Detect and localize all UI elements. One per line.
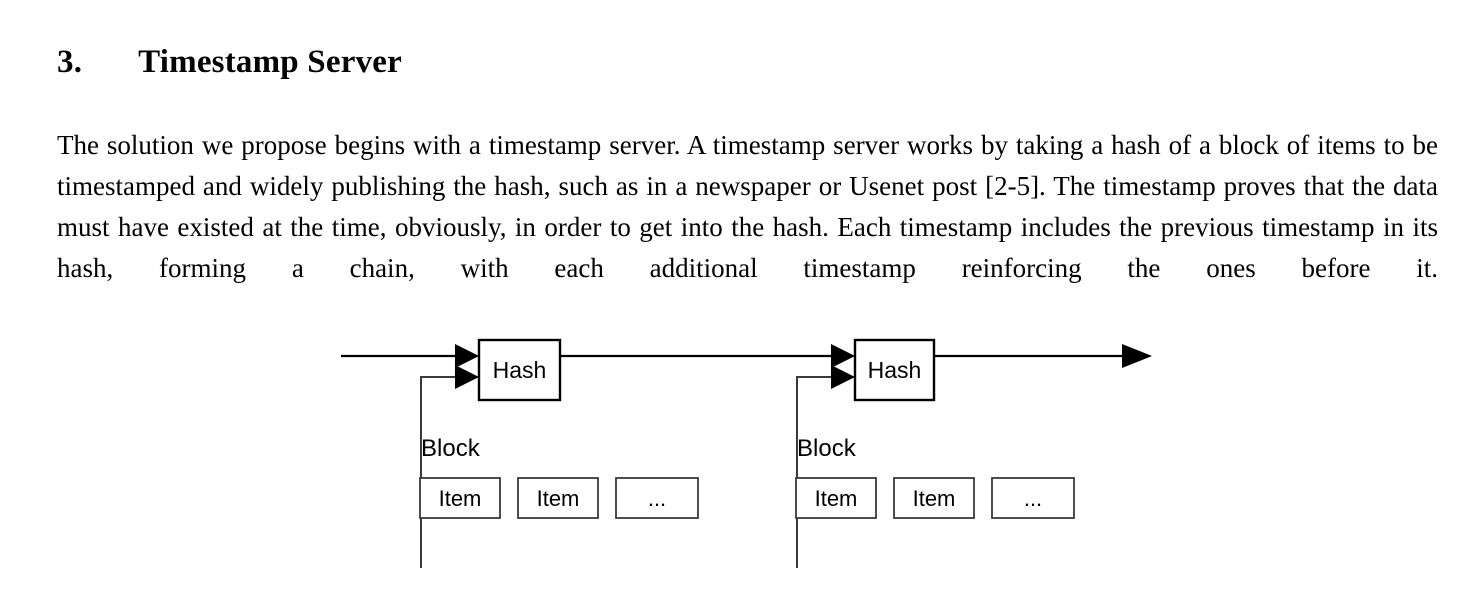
hash-box-1 — [477, 338, 562, 402]
arrowhead-in-bottom-1 — [455, 365, 479, 389]
item-box-1-2-label: Item — [537, 486, 580, 511]
arrowhead-in-bottom-2 — [831, 365, 855, 389]
arrowhead-out — [1122, 344, 1152, 368]
block-box-1-label: Block — [421, 435, 481, 462]
hash-box-1-label: Hash — [493, 357, 547, 383]
item-box-2-3 — [991, 477, 1075, 519]
item-box-1-1 — [419, 477, 501, 519]
item-box-2-1-label: Item — [815, 486, 858, 511]
item-box-2-3-label: ... — [1024, 486, 1042, 511]
arrowhead-in-top-1 — [455, 344, 479, 368]
arrowhead-in-top-2 — [831, 344, 855, 368]
item-box-1-2 — [517, 477, 599, 519]
item-box-1-1-label: Item — [439, 486, 482, 511]
section-title: Timestamp Server — [138, 44, 402, 81]
block-to-hash-connector-1 — [420, 376, 462, 568]
hash-box-2-label: Hash — [868, 357, 922, 383]
section-number: 3. — [57, 44, 83, 81]
item-box-2-2-label: Item — [913, 486, 956, 511]
page-title: 3. Timestamp Server — [57, 42, 1437, 82]
item-box-2-1 — [795, 477, 877, 519]
block-box-2-label: Block — [797, 435, 857, 462]
block-to-hash-connector-2 — [796, 376, 838, 568]
timestamp-chain-diagram: Hash Block Item Item ... Hash — [0, 318, 1482, 568]
item-box-2-2 — [893, 477, 975, 519]
item-box-1-3 — [615, 477, 699, 519]
item-box-1-3-label: ... — [648, 486, 666, 511]
hash-box-2 — [853, 338, 936, 402]
body-paragraph: The solution we propose begins with a ti… — [57, 130, 1438, 283]
